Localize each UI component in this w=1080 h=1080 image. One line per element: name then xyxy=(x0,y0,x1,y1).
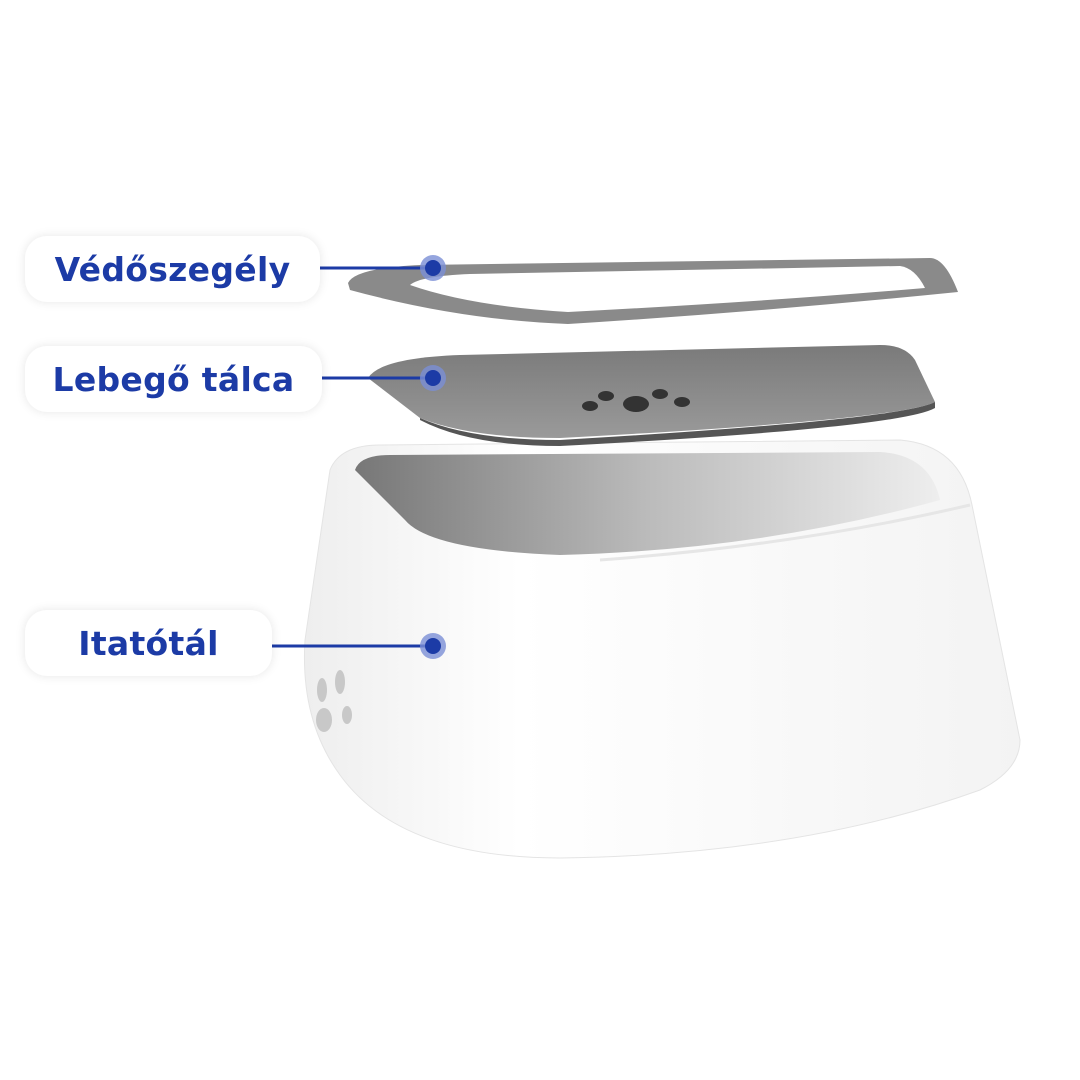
protective-rim xyxy=(348,258,958,324)
callout-label-floating-tray: Lebegő tálca xyxy=(25,346,322,412)
paw-icon xyxy=(316,670,352,732)
water-bowl xyxy=(303,439,1021,859)
floating-tray xyxy=(368,345,935,446)
callout-dot xyxy=(420,365,446,391)
paw-icon xyxy=(582,389,690,412)
callout-label-water-bowl: Itatótál xyxy=(25,610,272,676)
callout-dot xyxy=(420,633,446,659)
callout-label-protective-rim: Védőszegély xyxy=(25,236,320,302)
callout-connectors xyxy=(272,255,446,659)
callout-dot xyxy=(420,255,446,281)
